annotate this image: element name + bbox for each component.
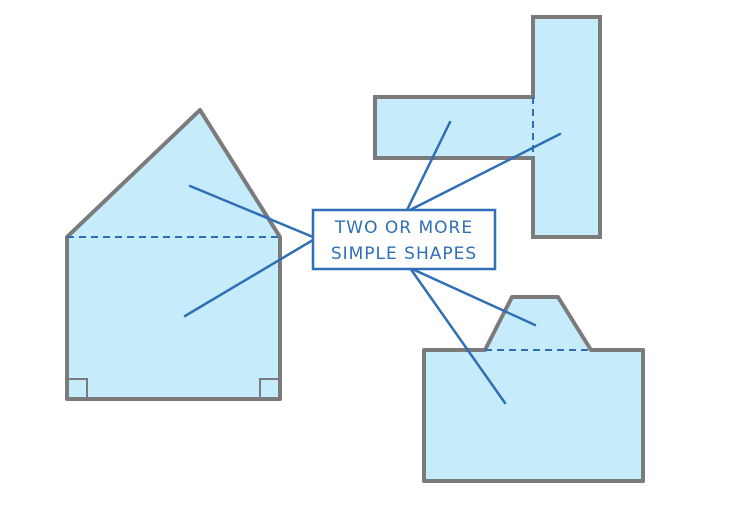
t-vertical-bar bbox=[531, 15, 602, 239]
pointer-t-vertical bbox=[408, 132, 562, 212]
pointer-house-triangle bbox=[188, 184, 315, 239]
label-line-1: TWO OR MORE bbox=[334, 218, 473, 238]
pointer-t-horizontal bbox=[405, 120, 452, 212]
pointer-house-rectangle bbox=[183, 238, 315, 318]
label-line-2: SIMPLE SHAPES bbox=[331, 244, 477, 264]
t-horizontal-bar bbox=[373, 95, 535, 160]
right-angle-marker-right bbox=[259, 378, 280, 399]
label-box: TWO OR MORE SIMPLE SHAPES bbox=[311, 208, 497, 271]
pointer-lines bbox=[183, 120, 562, 405]
right-angle-marker-left bbox=[67, 378, 88, 399]
house-shape bbox=[65, 108, 282, 401]
camera-shape bbox=[422, 295, 645, 483]
camera-outline bbox=[422, 295, 645, 483]
label-border bbox=[311, 208, 497, 271]
pointer-camera-rectangle bbox=[408, 266, 507, 405]
pointer-camera-trapezium bbox=[408, 266, 537, 327]
house-outline bbox=[65, 108, 282, 401]
t-shape bbox=[373, 15, 602, 239]
